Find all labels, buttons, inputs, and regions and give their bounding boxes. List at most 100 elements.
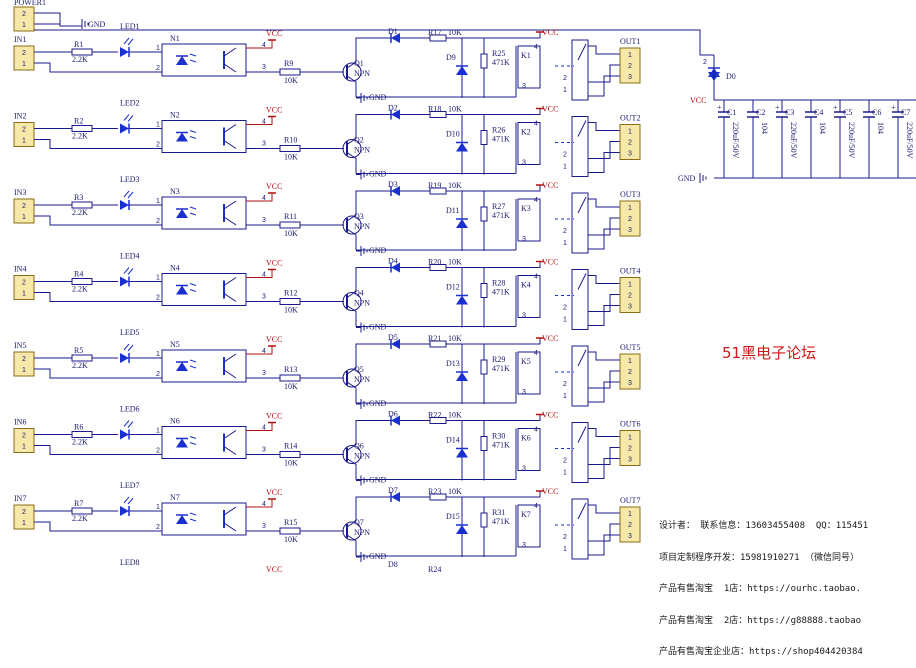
- vcc-label: VCC: [266, 335, 282, 344]
- wire: [246, 499, 273, 508]
- wire: [588, 217, 620, 236]
- pin-number: 3: [628, 380, 632, 387]
- resistor-ref: R27: [492, 202, 505, 211]
- input-label: IN5: [14, 341, 26, 350]
- resistor-ref: R18: [428, 105, 441, 114]
- wire: [588, 64, 620, 83]
- resistor-value: 10K: [284, 459, 298, 468]
- led-ray: [123, 267, 130, 274]
- pin-number: 1: [563, 317, 567, 324]
- opto-ray: [189, 136, 197, 139]
- opto-ref: N5: [170, 340, 180, 349]
- transistor-body: [342, 368, 362, 388]
- pin-number: 4: [262, 42, 266, 49]
- diode-body: [120, 200, 129, 210]
- transistor-type: NPN: [354, 146, 370, 155]
- wire: [446, 108, 541, 115]
- wire: [588, 381, 620, 403]
- input-label: IN4: [14, 265, 26, 274]
- pin-number: 4: [262, 501, 266, 508]
- gnd-label: GND: [678, 174, 696, 183]
- transistor-body: [342, 62, 362, 82]
- relay-ref: K4: [521, 281, 531, 290]
- pin-number: 3: [522, 313, 526, 320]
- vcc-label: VCC: [542, 334, 558, 343]
- resistor-value: 471K: [492, 58, 510, 67]
- resistor-value: 2.2K: [72, 208, 88, 217]
- resistor-value: 10K: [284, 76, 298, 85]
- pin-number: 4: [534, 44, 538, 51]
- resistor-ref: R3: [74, 193, 83, 202]
- relay-coil: [517, 45, 541, 89]
- resistor-value: 471K: [492, 441, 510, 450]
- led-ray: [123, 343, 130, 351]
- header-connector: [619, 277, 641, 313]
- capacitor-value: 220uF/50V: [789, 122, 798, 159]
- pin-number: 1: [628, 282, 632, 289]
- pin-number: 4: [534, 121, 538, 128]
- wire: [346, 358, 357, 375]
- wire: [588, 523, 620, 542]
- diode-ref: D2: [388, 104, 398, 113]
- wire: [346, 281, 357, 298]
- resistor-ref: R10: [284, 136, 297, 145]
- diode-ref: D0: [726, 72, 736, 81]
- diode-body: [391, 262, 400, 273]
- transistor-type: NPN: [354, 452, 370, 461]
- ground-symbol: [360, 399, 368, 409]
- led-ray: [123, 114, 130, 121]
- pin-number: 3: [262, 64, 266, 71]
- pin-number: 1: [22, 444, 26, 451]
- output-label: OUT7: [620, 496, 640, 505]
- ground-symbol: [360, 93, 368, 103]
- resistor-value: 10K: [448, 487, 462, 496]
- wire: [223, 277, 237, 286]
- pin-number: 4: [534, 350, 538, 357]
- resistor-value: 10K: [284, 382, 298, 391]
- relay-coil: [517, 428, 541, 471]
- header-connector: [13, 351, 35, 377]
- info-line: 项目定制程序开发：15981910271 （微信同号）: [659, 552, 860, 563]
- relay-switch: [571, 192, 589, 254]
- opto-ref: N2: [170, 111, 180, 120]
- wire: [588, 198, 620, 208]
- resistor-ref: R5: [74, 346, 83, 355]
- vcc-label: VCC: [266, 488, 282, 497]
- diode-body: [176, 362, 188, 371]
- wire: [588, 351, 620, 361]
- wire: [223, 47, 237, 57]
- wire: [346, 205, 357, 222]
- opto-ray: [189, 442, 197, 445]
- diode-ref: D4: [388, 257, 398, 266]
- vcc-label: VCC: [266, 259, 282, 268]
- wire: [34, 62, 162, 73]
- diode-ref: D10: [446, 130, 460, 139]
- pin-number: 4: [534, 503, 538, 510]
- transistor-ref: Q4: [354, 289, 364, 298]
- transistor-ref: Q6: [354, 442, 364, 451]
- pin-number: 3: [628, 227, 632, 234]
- optocoupler: [161, 349, 247, 383]
- opto-ray: [189, 130, 197, 133]
- wire: [34, 292, 162, 302]
- relay-ref: K6: [521, 434, 531, 443]
- wire: [588, 504, 620, 514]
- pin-number: 1: [628, 52, 632, 59]
- transistor-body: [342, 139, 362, 158]
- input-label: IN1: [14, 35, 26, 44]
- pin-number: 4: [262, 119, 266, 126]
- wire: [577, 273, 587, 290]
- vcc-label: VCC: [266, 565, 282, 572]
- diode-body: [176, 209, 188, 218]
- pin-number: 2: [628, 369, 632, 376]
- supply-section: 2D0VCCGND+C1220uF/50VC2104+C3220uF/50VC4…: [678, 55, 916, 183]
- pin-number: 2: [22, 280, 26, 287]
- wire: [577, 43, 587, 61]
- led-ray: [127, 497, 134, 505]
- wire: [246, 346, 273, 355]
- transistor-type: NPN: [354, 222, 370, 231]
- wire: [577, 349, 587, 367]
- opto-ray: [189, 289, 197, 292]
